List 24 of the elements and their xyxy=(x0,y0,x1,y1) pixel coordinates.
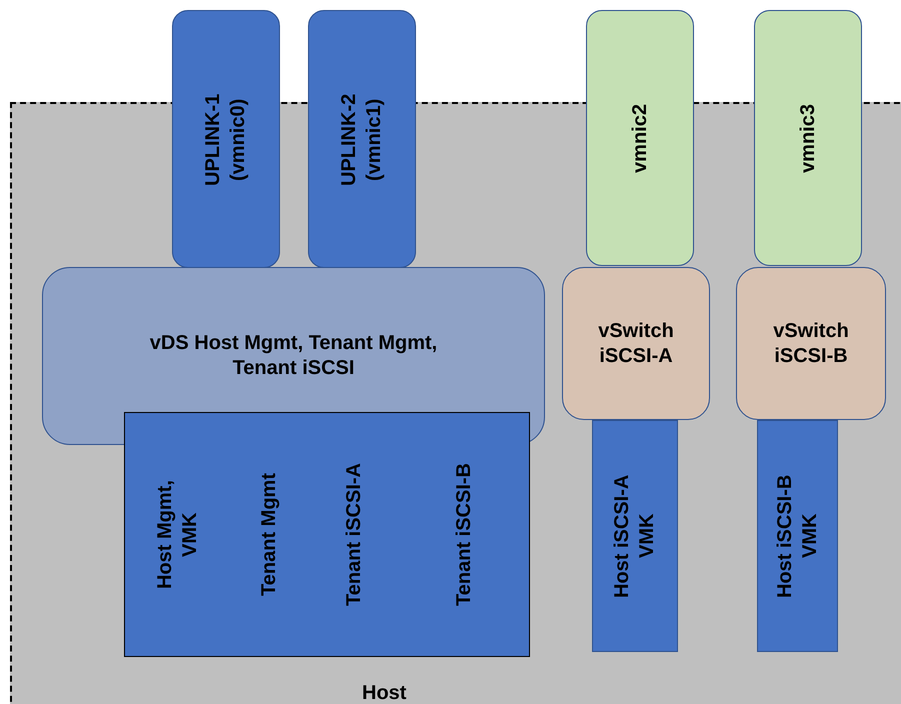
uplink-box xyxy=(308,10,416,268)
vmkernel-box xyxy=(592,420,678,652)
node-label: Tenant Mgmt xyxy=(256,473,280,596)
node-label: vmnic3 xyxy=(796,104,820,172)
node-label: Host Mgmt, VMK xyxy=(152,479,202,591)
vmkernel-box xyxy=(757,420,838,652)
node-label: vDS Host Mgmt, Tenant Mgmt, Tenant iSCSI xyxy=(148,331,438,381)
nic-box xyxy=(586,10,694,266)
node-label: vmnic2 xyxy=(628,104,652,172)
nic-box xyxy=(754,10,862,266)
node-label: Host iSCSI-A VMK xyxy=(610,473,659,600)
switch-box xyxy=(736,267,886,420)
uplink-box xyxy=(172,10,280,268)
node-label: Tenant iSCSI-B xyxy=(452,463,476,606)
node-label: vSwitch iSCSI-A xyxy=(597,318,675,368)
node-label: UPLINK-1 (vmnic0) xyxy=(201,92,250,188)
node-label: UPLINK-2 (vmnic1) xyxy=(337,92,386,188)
host-label: Host xyxy=(362,681,406,704)
switch-box xyxy=(562,267,710,420)
node-label: Tenant iSCSI-A xyxy=(342,463,366,606)
node-label: vSwitch iSCSI-B xyxy=(772,318,850,368)
port-group-cell xyxy=(400,412,530,657)
port-group-cell xyxy=(124,412,231,657)
node-label: Host iSCSI-B VMK xyxy=(772,473,822,600)
